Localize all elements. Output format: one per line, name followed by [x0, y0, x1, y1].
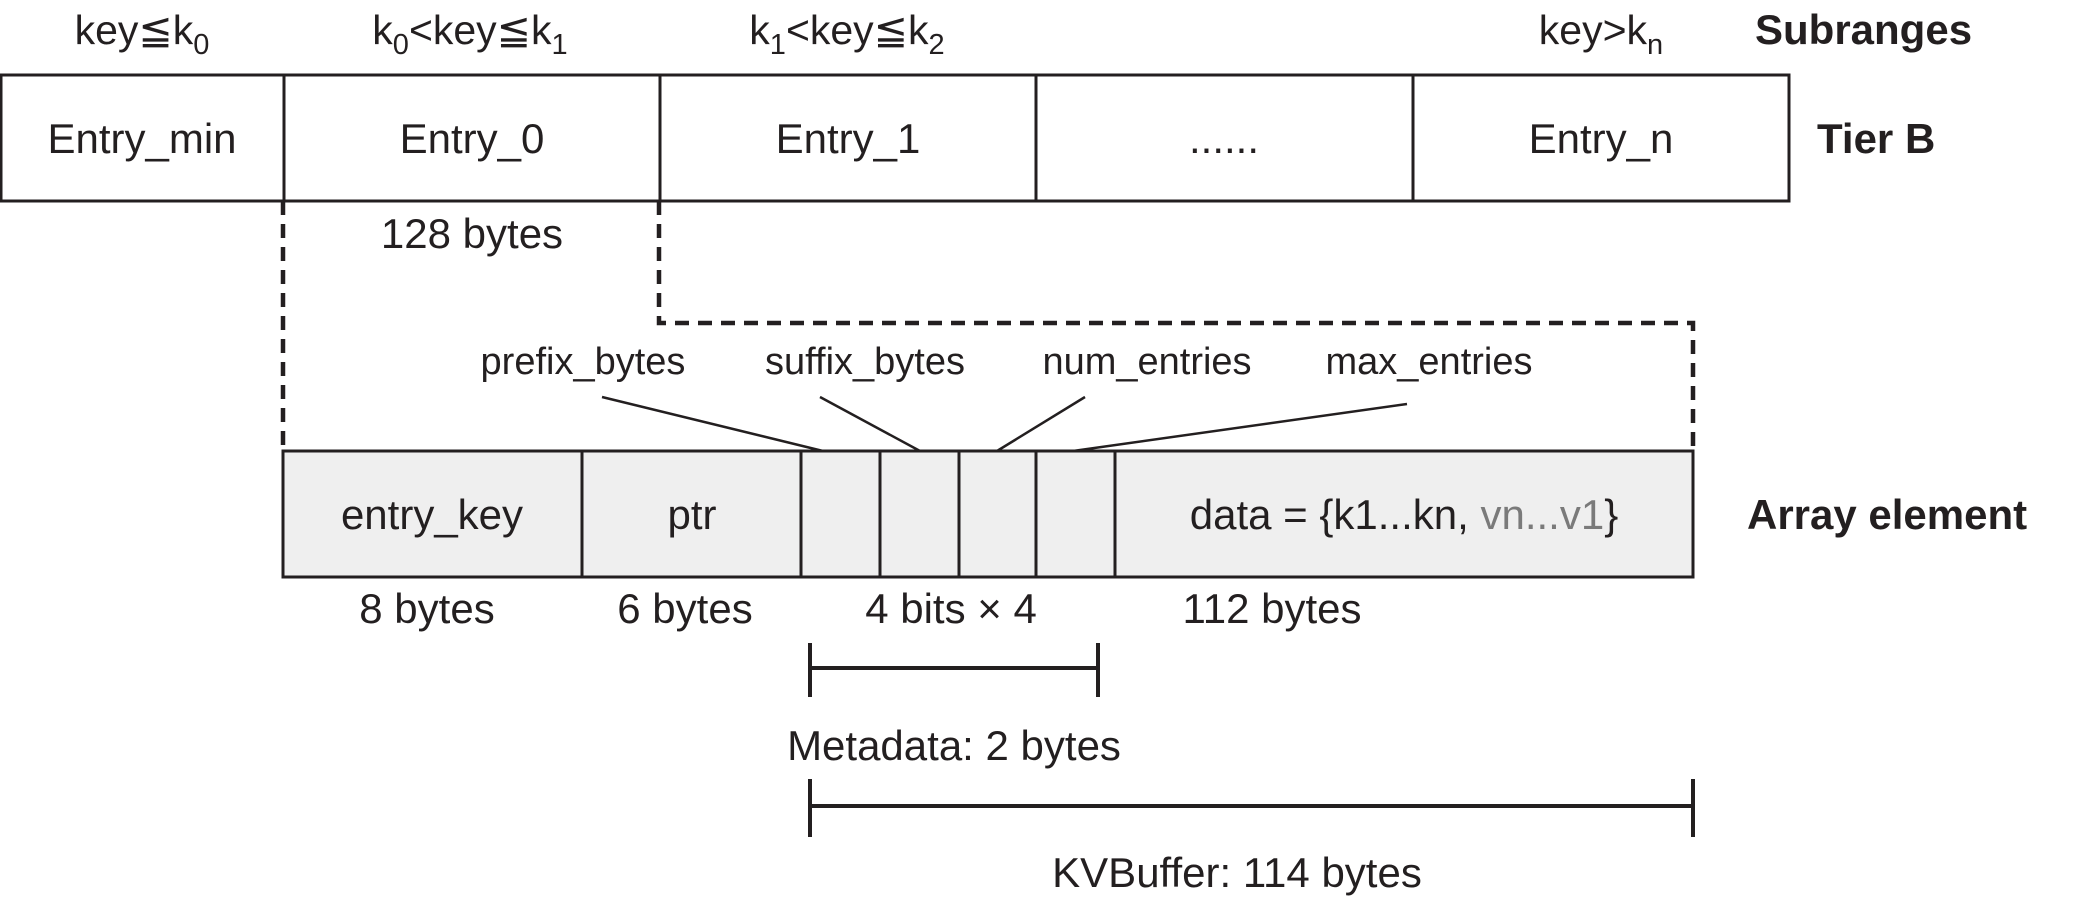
prefix-bytes-cell — [799, 449, 882, 579]
ellipsis-label: ...... — [1189, 115, 1259, 162]
subrange-n: key>kn — [1539, 7, 1663, 61]
tier-b-cell-ellipsis — [1034, 73, 1415, 203]
prefix-bytes-leader — [601, 395, 824, 453]
max-entries-label: max_entries — [1326, 341, 1533, 383]
prefix-bytes-label: prefix_bytes — [481, 341, 686, 383]
tier-b-row: Entry_min Entry_0 Entry_1 ...... Entry_n… — [0, 73, 1935, 203]
metadata-size: 4 bits × 4 — [865, 585, 1037, 632]
suffix-bytes-label: suffix_bytes — [765, 341, 965, 383]
data-label: data = {k1...kn, vn...v1} — [1190, 491, 1618, 538]
tier-b-cell-entry-n — [1411, 73, 1791, 203]
max-entries-cell — [1034, 449, 1117, 579]
subrange-0: key≦k0 — [75, 7, 210, 61]
metadata-bracket-label: Metadata: 2 bytes — [787, 722, 1121, 769]
tier-b-label: Tier B — [1817, 115, 1935, 162]
tier-b-cell-entry-min — [0, 73, 286, 203]
array-element-label: Array element — [1747, 491, 2027, 538]
entry-min-label: Entry_min — [47, 115, 236, 162]
entry-key-label: entry_key — [341, 491, 523, 538]
metadata-field-labels: prefix_bytes suffix_bytes num_entries ma… — [481, 341, 1533, 453]
max-entries-leader — [1072, 402, 1408, 453]
kvbuffer-bracket-label: KVBuffer: 114 bytes — [1052, 849, 1422, 896]
tier-b-cell-entry-0 — [282, 73, 662, 203]
ptr-size: 6 bytes — [617, 585, 752, 632]
data-size: 112 bytes — [1182, 585, 1361, 632]
entry-size-label: 128 bytes — [381, 210, 563, 257]
ptr-label: ptr — [667, 491, 716, 538]
zoom-line-right — [656, 201, 1696, 451]
subrange-1: k0<key≦k1 — [372, 7, 567, 61]
array-element-sizes: 8 bytes 6 bytes 4 bits × 4 112 bytes — [359, 585, 1361, 632]
kvbuffer-bracket: KVBuffer: 114 bytes — [808, 779, 1695, 896]
subranges-row: key≦k0 k0<key≦k1 k1<key≦k2 key>kn Subran… — [75, 6, 1972, 61]
num-entries-label: num_entries — [1042, 341, 1251, 383]
entry-key-size: 8 bytes — [359, 585, 494, 632]
data-cell — [1113, 449, 1695, 579]
entry-key-cell — [281, 449, 584, 579]
tier-b-cell-entry-1 — [658, 73, 1038, 203]
suffix-bytes-leader — [819, 395, 921, 453]
subranges-label: Subranges — [1755, 6, 1972, 53]
metadata-bracket: Metadata: 2 bytes — [787, 643, 1121, 769]
entry-1-label: Entry_1 — [776, 115, 921, 162]
num-entries-cell — [957, 449, 1038, 579]
suffix-bytes-cell — [878, 449, 961, 579]
entry-0-label: Entry_0 — [400, 115, 545, 162]
num-entries-leader — [996, 395, 1086, 453]
subrange-2: k1<key≦k2 — [749, 7, 944, 61]
array-element-row: entry_key ptr data = {k1...kn, vn...v1} … — [281, 449, 2027, 579]
entry-n-label: Entry_n — [1529, 115, 1674, 162]
